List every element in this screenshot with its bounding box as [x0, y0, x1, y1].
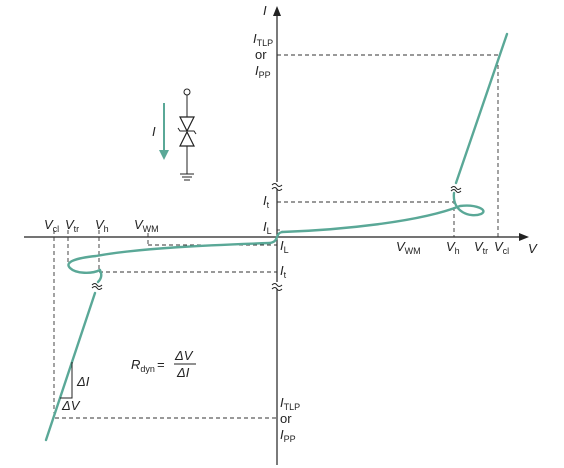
curve-center: [268, 230, 284, 245]
vcl-left-label: Vcl: [44, 217, 59, 234]
rdyn-subscript: dyn: [140, 364, 155, 374]
x-axis-arrow: [519, 233, 529, 241]
vtr-left-label: Vtr: [65, 217, 79, 234]
x-axis-label: V: [528, 241, 538, 256]
curve-positive-clamp: [454, 32, 509, 185]
it-top-label: It: [263, 193, 270, 210]
or-top-label: or: [255, 47, 267, 62]
ipp-bottom-label: IPP: [280, 427, 296, 444]
curve-negative-snapback: [67, 241, 272, 284]
bidirectional-tvs-diode-icon: [177, 88, 197, 174]
itlp-top-guide: [277, 54, 499, 237]
iv-curve: [44, 32, 509, 442]
axis-break-icon: [271, 282, 283, 291]
current-arrow: I: [152, 103, 169, 160]
vwm-right-label: VWM: [396, 239, 421, 256]
ground-icon: [180, 173, 194, 181]
rdyn-numerator: ΔV: [174, 348, 194, 363]
itlp-top-label: ITLP: [253, 31, 273, 48]
il-bottom-label: IL: [280, 238, 289, 255]
vtr-right-label: Vtr: [474, 239, 488, 256]
svg-text:Rdyn=: Rdyn=: [131, 357, 165, 374]
curve-positive-snapback: [280, 191, 485, 234]
it-bottom-label: It: [280, 263, 287, 280]
slope-triangle: ΔI ΔV: [60, 362, 90, 413]
rdyn-formula: Rdyn= ΔV ΔI: [131, 348, 196, 380]
axis-break-icon: [450, 186, 462, 193]
vwm-left-label: VWM: [134, 217, 159, 234]
rdyn-symbol: R: [131, 357, 140, 372]
vcl-left-guide: [53, 230, 277, 419]
curve-negative-clamp: [44, 291, 97, 442]
rdyn-equals: =: [157, 357, 165, 372]
vh-right-label: Vh: [446, 239, 460, 256]
delta-i-leg: [60, 362, 73, 399]
vh-left-label: Vh: [95, 217, 109, 234]
delta-v-label: ΔV: [61, 398, 81, 413]
or-bottom-label: or: [280, 411, 292, 426]
delta-i-label: ΔI: [76, 374, 90, 389]
current-arrow-label: I: [152, 124, 156, 139]
guide-lines: [53, 54, 499, 419]
axis-break-icon: [271, 182, 283, 191]
y-axis-label: I: [263, 3, 267, 18]
y-axis-arrow: [273, 6, 281, 16]
rdyn-denominator: ΔI: [176, 365, 190, 380]
il-top-label: IL: [263, 219, 272, 236]
axis-break-icon: [91, 283, 103, 290]
vcl-right-label: Vcl: [494, 239, 509, 256]
itlp-bottom-label: ITLP: [280, 395, 300, 412]
ipp-top-label: IPP: [255, 63, 271, 80]
